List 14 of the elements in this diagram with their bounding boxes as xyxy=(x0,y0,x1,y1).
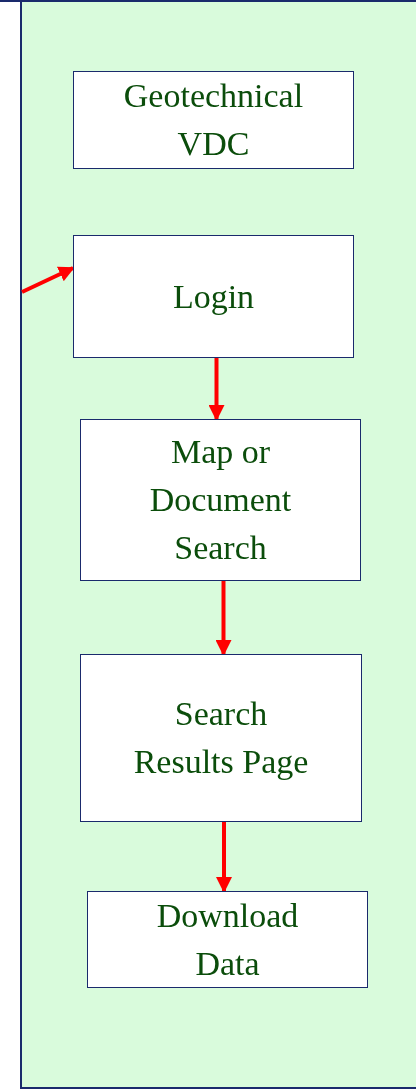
box-label: Download Data xyxy=(155,895,300,984)
process-box xyxy=(80,419,361,581)
arrow xyxy=(21,266,75,294)
arrow xyxy=(208,358,225,421)
box-label: Search Results Page xyxy=(132,694,310,782)
process-box xyxy=(73,235,354,358)
box-label: Map or Document Search xyxy=(148,432,293,568)
arrow xyxy=(216,822,232,893)
process-box xyxy=(87,891,368,988)
process-box xyxy=(80,654,362,822)
box-label: Login xyxy=(172,276,255,317)
box-label: Geotechnical VDC xyxy=(122,76,305,164)
arrow xyxy=(215,581,232,656)
process-box xyxy=(73,71,354,169)
